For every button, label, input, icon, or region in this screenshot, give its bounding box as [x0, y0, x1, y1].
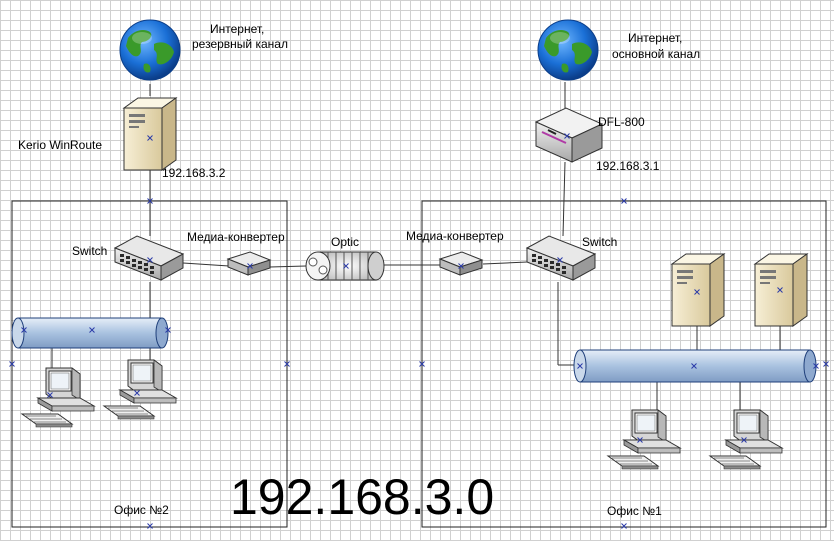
optic-fiber-icon: [305, 251, 385, 281]
ethernet-bus-office-2: [11, 317, 169, 349]
office-1-label: Офис №1: [607, 504, 662, 518]
dfl-ip-label: 192.168.3.1: [596, 159, 660, 173]
optic-label: Optic: [331, 235, 359, 249]
internet-backup-globe-icon: [119, 19, 181, 81]
switch-office-2-icon: [114, 235, 184, 281]
office-1-server-2-icon: [754, 253, 808, 327]
office-2-label: Офис №2: [114, 503, 169, 517]
kerio-server-icon: [123, 97, 177, 171]
internet-backup-label-line2: резервный канал: [192, 37, 288, 51]
network-address-label: 192.168.3.0: [230, 469, 494, 525]
switch-right-label: Switch: [582, 235, 617, 249]
internet-main-globe-icon: [537, 19, 599, 81]
internet-main-label-line1: Интернет,: [628, 31, 682, 45]
kerio-ip-label: 192.168.3.2: [162, 166, 226, 180]
ethernet-bus-office-1: [573, 349, 817, 383]
office-1-pc-2-icon: [709, 409, 783, 470]
media-converter-left-icon: [227, 251, 271, 276]
internet-main-label-line2: основной канал: [612, 47, 700, 61]
kerio-label: Kerio WinRoute: [18, 138, 102, 152]
internet-backup-label-line1: Интернет,: [210, 22, 264, 36]
switch-left-label: Switch: [72, 244, 107, 258]
dfl-800-router-icon: [534, 107, 604, 163]
office-2-pc-1-icon: [21, 367, 95, 428]
media-converter-left-label: Медиа-конвертер: [187, 230, 285, 244]
office-1-pc-1-icon: [607, 409, 681, 470]
office-1-server-1-icon: [671, 253, 725, 327]
media-converter-right-icon: [439, 251, 483, 276]
media-converter-right-label: Медиа-конвертер: [406, 229, 504, 243]
office-2-pc-2-icon: [103, 359, 177, 420]
dfl-label: DFL-800: [598, 115, 645, 129]
